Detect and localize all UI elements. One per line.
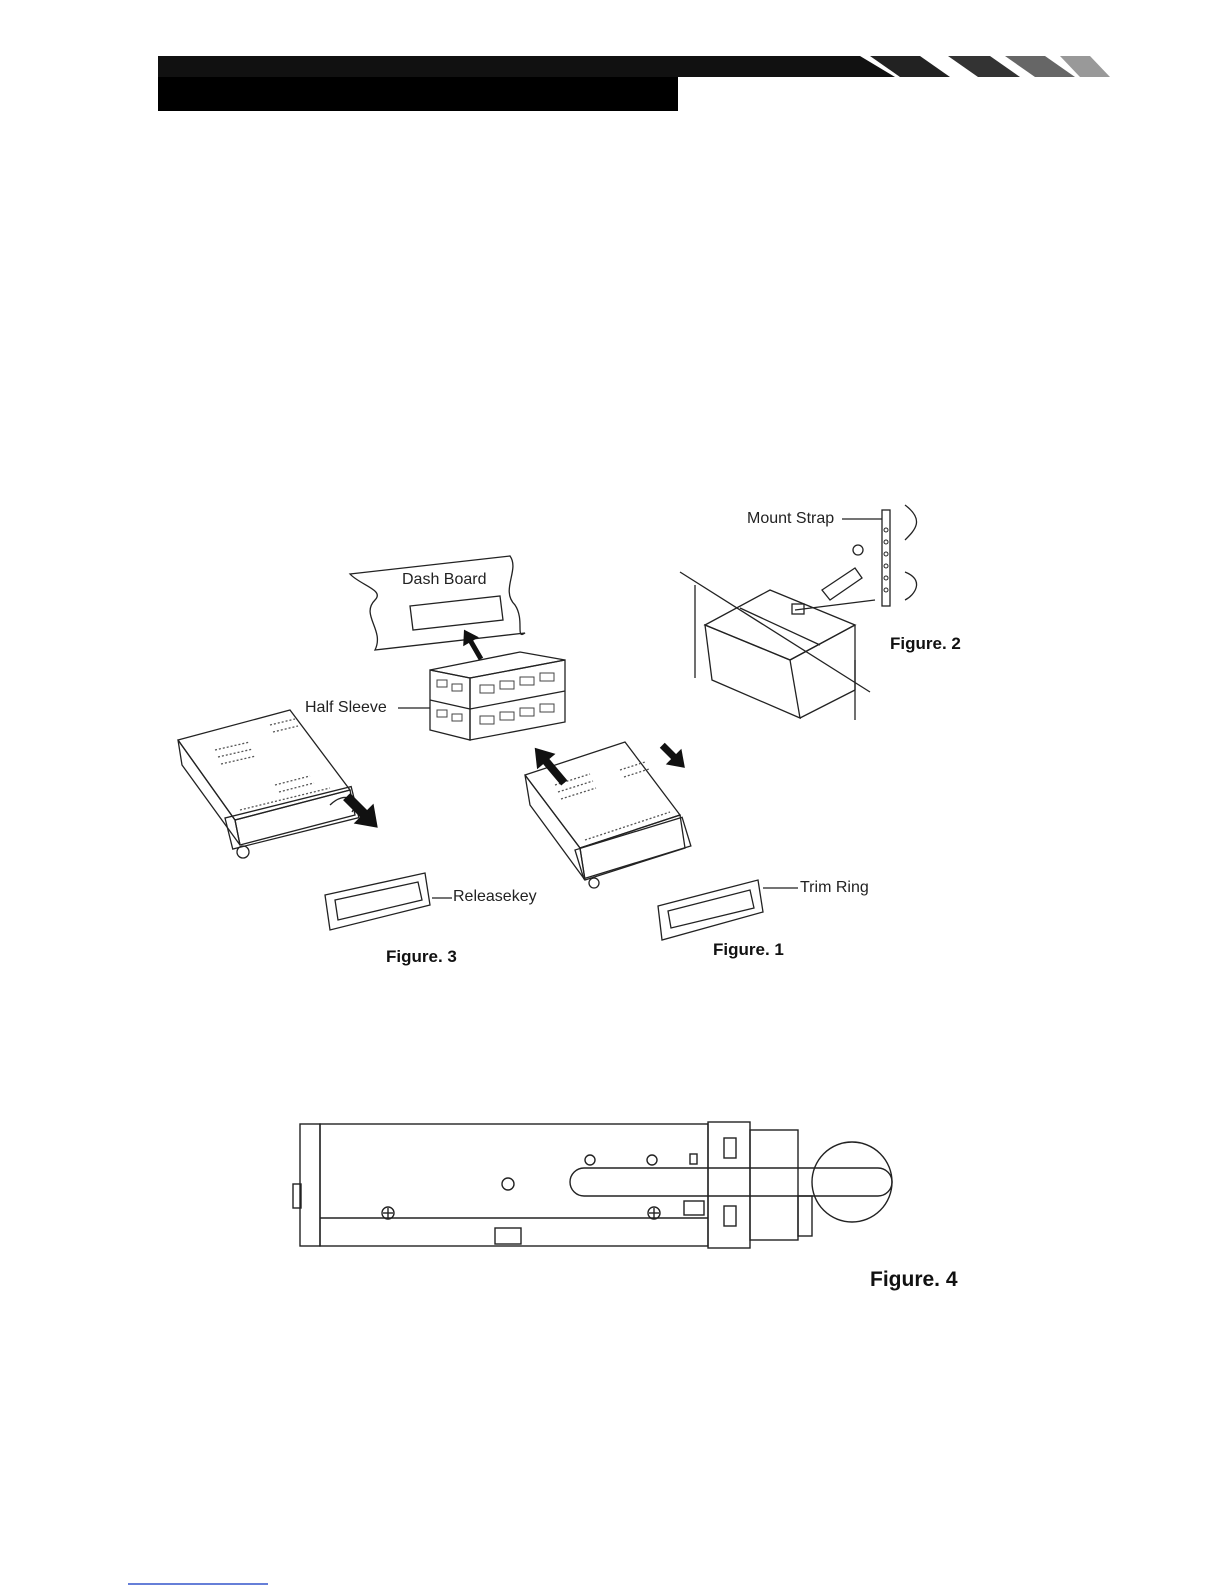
mount-strap-label: Mount Strap: [747, 510, 834, 528]
radio-unit-left: [178, 710, 359, 858]
dash-board-label: Dash Board: [402, 571, 487, 589]
trim-ring-label: Trim Ring: [800, 879, 869, 897]
figure-4-caption: Figure. 4: [870, 1268, 958, 1292]
half-sleeve-drawing: [430, 652, 565, 740]
half-sleeve-label: Half Sleeve: [305, 699, 387, 717]
figure-3-caption: Figure. 3: [386, 947, 457, 967]
figure-2-caption: Figure. 2: [890, 634, 961, 654]
figure-2-drawing: [680, 505, 917, 720]
figure-1-caption: Figure. 1: [713, 940, 784, 960]
release-key-piece: [325, 873, 430, 930]
figure-4-side-view: [293, 1122, 892, 1248]
releasekey-label: Releasekey: [453, 888, 537, 906]
trim-ring-piece: [658, 880, 763, 940]
